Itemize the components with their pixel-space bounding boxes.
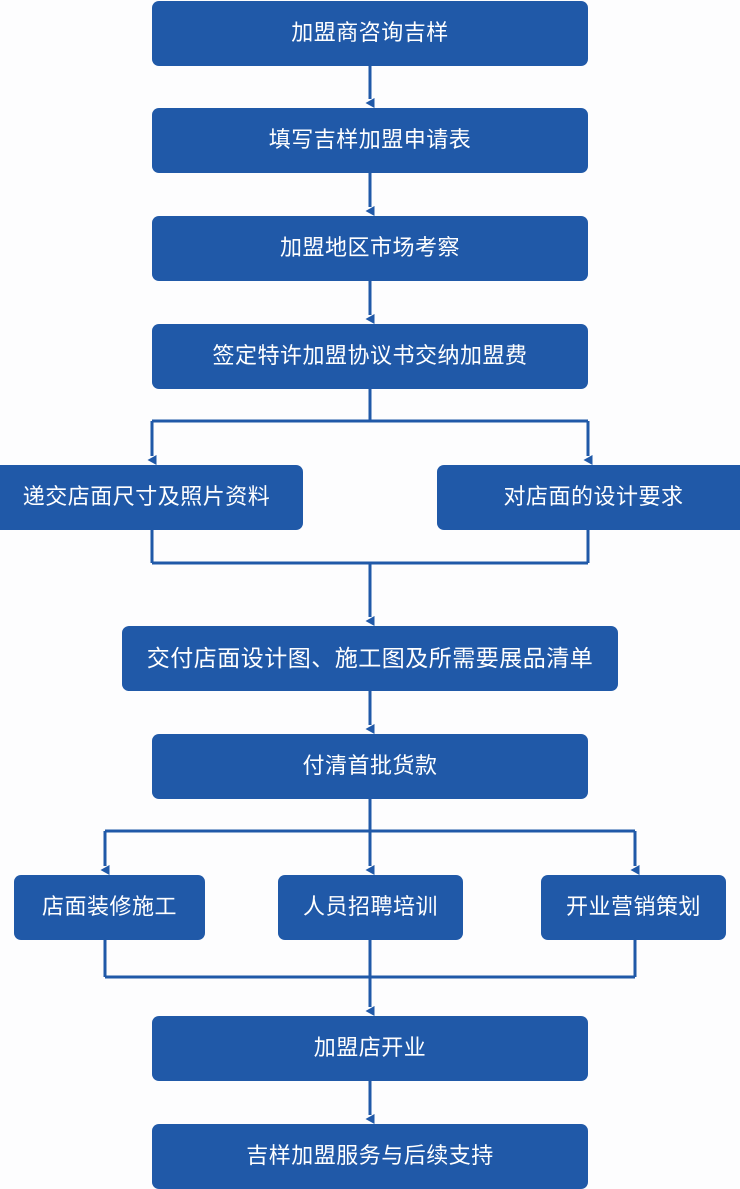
flow-node-label: 递交店面尺寸及照片资料 (22, 484, 271, 510)
flow-node-label: 吉样加盟服务与后续支持 (246, 1143, 494, 1169)
flow-node-n7[interactable]: 交付店面设计图、施工图及所需要展品清单 (122, 626, 618, 691)
flow-node-n9[interactable]: 店面装修施工 (14, 875, 205, 940)
flow-node-n10[interactable]: 人员招聘培训 (278, 875, 463, 940)
flow-node-n8[interactable]: 付清首批货款 (152, 734, 588, 799)
flow-node-label: 填写吉样加盟申请表 (268, 127, 472, 153)
flow-node-n1[interactable]: 加盟商咨询吉样 (152, 1, 588, 66)
flow-node-label: 签定特许加盟协议书交纳加盟费 (212, 343, 528, 369)
flow-node-label: 交付店面设计图、施工图及所需要展品清单 (146, 644, 594, 671)
flow-node-n2[interactable]: 填写吉样加盟申请表 (152, 108, 588, 173)
flow-node-label: 店面装修施工 (41, 894, 177, 920)
flow-node-label: 开业营销策划 (565, 894, 701, 920)
flow-node-n11[interactable]: 开业营销策划 (541, 875, 726, 940)
flow-node-n4[interactable]: 签定特许加盟协议书交纳加盟费 (152, 324, 588, 389)
flow-node-n13[interactable]: 吉样加盟服务与后续支持 (152, 1124, 588, 1189)
flow-node-n3[interactable]: 加盟地区市场考察 (152, 216, 588, 281)
flow-node-label: 对店面的设计要求 (503, 484, 684, 510)
flow-node-n12[interactable]: 加盟店开业 (152, 1016, 588, 1081)
flow-node-label: 加盟地区市场考察 (279, 235, 460, 261)
flow-node-n6[interactable]: 对店面的设计要求 (437, 465, 740, 530)
flow-node-label: 人员招聘培训 (302, 894, 438, 920)
flow-node-label: 加盟商咨询吉样 (291, 20, 449, 46)
flow-node-n5[interactable]: 递交店面尺寸及照片资料 (0, 465, 303, 530)
flow-node-label: 付清首批货款 (302, 753, 438, 779)
flow-node-label: 加盟店开业 (313, 1035, 427, 1061)
